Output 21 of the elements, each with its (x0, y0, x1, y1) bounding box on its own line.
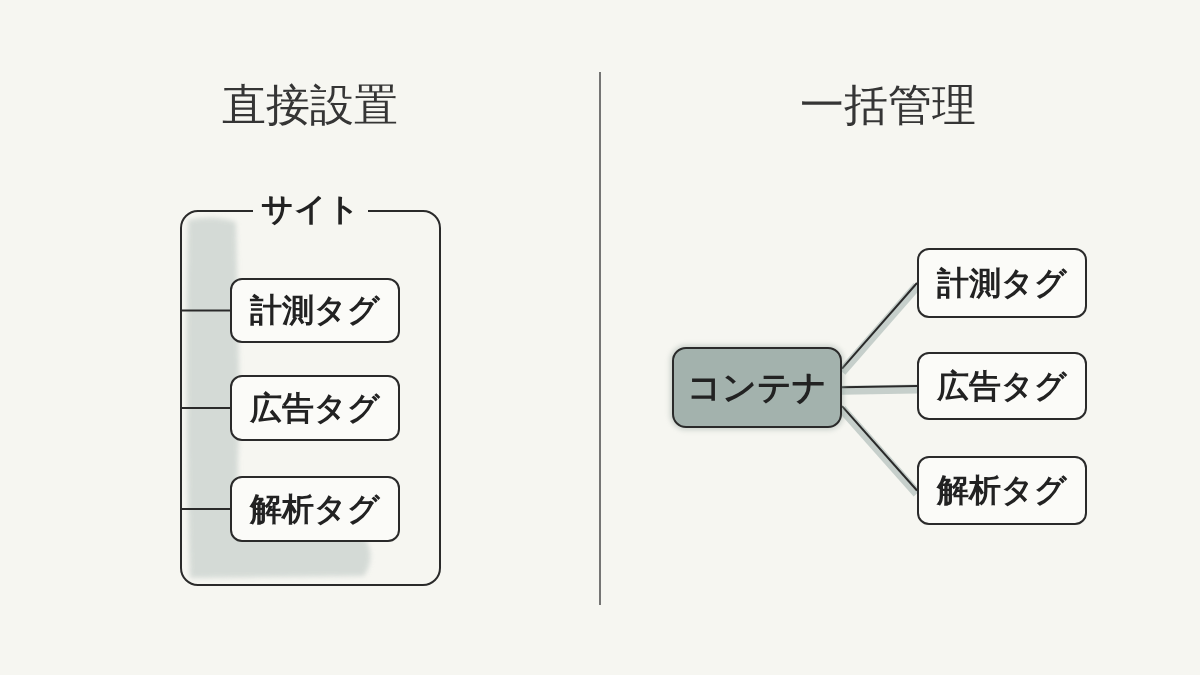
connector-line (841, 385, 918, 389)
tag-card (917, 352, 1087, 420)
container-label: コンテナ (687, 367, 827, 408)
tag-card (917, 248, 1087, 318)
column-heading: 一括管理 (800, 80, 976, 131)
tag-card (917, 456, 1087, 525)
connector-line (180, 309, 231, 312)
tag-card (230, 375, 400, 441)
tag-card (230, 278, 400, 343)
site-heading: サイト (253, 192, 368, 228)
column-heading: 直接設置 (222, 80, 398, 131)
tag-label: 解析タグ (937, 472, 1067, 509)
connector-line (180, 508, 231, 510)
tag-label: 広告タグ (937, 367, 1067, 405)
connector-line (180, 407, 231, 409)
container-card (672, 347, 842, 428)
tag-label: 計測タグ (937, 264, 1067, 302)
tag-label: 広告タグ (250, 389, 380, 427)
tag-label: 解析タグ (250, 490, 380, 528)
tag-card (230, 476, 400, 542)
tag-label: 計測タグ (250, 292, 380, 329)
